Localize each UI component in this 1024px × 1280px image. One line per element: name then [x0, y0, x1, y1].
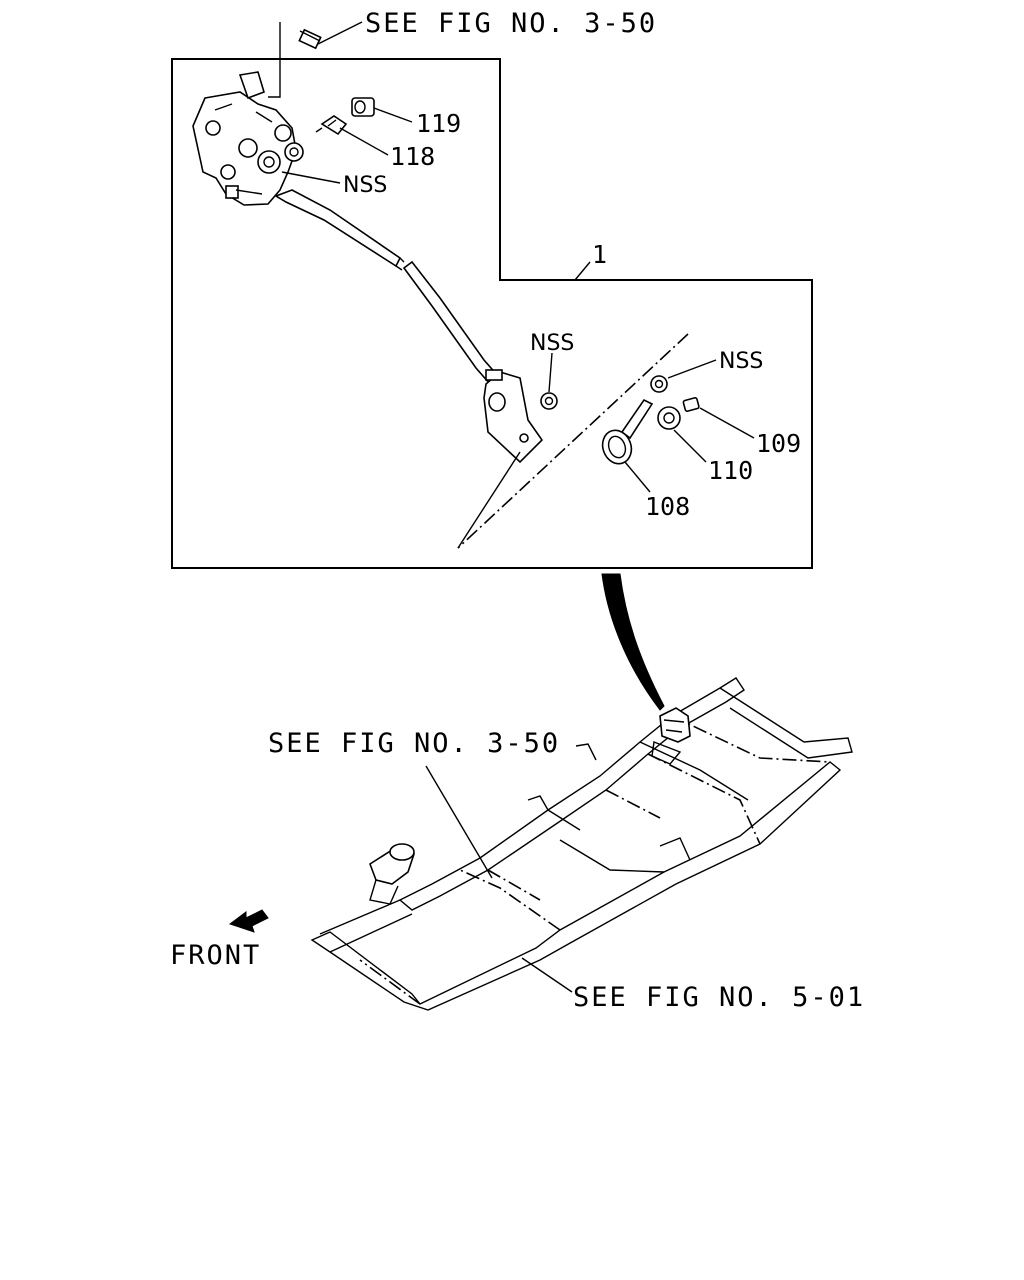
- bracket-centerline: [457, 451, 521, 549]
- assembly-leader: [574, 261, 591, 281]
- nut-nss-right-icon: [650, 375, 668, 393]
- clamp-108-icon: [601, 398, 654, 465]
- ref-bottom-label: SEE FIG NO. 5-01: [573, 982, 865, 1013]
- bolt-icon: [298, 28, 322, 50]
- nss-upper-leader: [281, 171, 341, 184]
- p119-leader: [373, 107, 413, 123]
- ref-middle-label: SEE FIG NO. 3-50: [268, 728, 560, 759]
- nut-nss-upper-icon: [284, 142, 304, 162]
- cap-109-icon: [682, 397, 700, 412]
- bushing-110-icon: [657, 406, 681, 430]
- front-label: FRONT: [170, 940, 261, 971]
- p108-leader: [624, 461, 651, 493]
- ref-middle-leader: [425, 765, 493, 879]
- nss-right-leader: [667, 359, 717, 379]
- p109-leader: [699, 407, 755, 439]
- fitting-118-icon: [315, 115, 348, 136]
- front-arrow-icon: [228, 909, 269, 933]
- ref-bottom-leader: [521, 957, 573, 993]
- location-pointer: [601, 573, 665, 711]
- transfer-housing-icon: [192, 71, 297, 206]
- chassis-frame-icon: [310, 677, 853, 1011]
- nss-upper-label: NSS: [343, 173, 387, 198]
- p110-leader: [673, 429, 707, 463]
- bushing-119-icon: [351, 97, 375, 117]
- assembly-number: 1: [592, 240, 607, 269]
- p118-label: 118: [390, 142, 435, 171]
- ref-top-leader: [268, 21, 363, 98]
- nss-middle-leader: [548, 352, 553, 393]
- nss-middle-label: NSS: [530, 331, 574, 356]
- nss-right-label: NSS: [719, 349, 763, 374]
- detail-frame: [171, 58, 813, 569]
- nut-nss-middle-icon: [540, 392, 558, 410]
- centerline: [457, 333, 689, 549]
- p110-label: 110: [708, 456, 753, 485]
- p109-label: 109: [756, 429, 801, 458]
- p118-leader: [339, 127, 389, 156]
- p119-label: 119: [416, 109, 461, 138]
- shift-rod-icon: [274, 189, 500, 386]
- ref-top-label: SEE FIG NO. 3-50: [365, 8, 657, 39]
- bracket-icon: [483, 369, 544, 464]
- p108-label: 108: [645, 492, 690, 521]
